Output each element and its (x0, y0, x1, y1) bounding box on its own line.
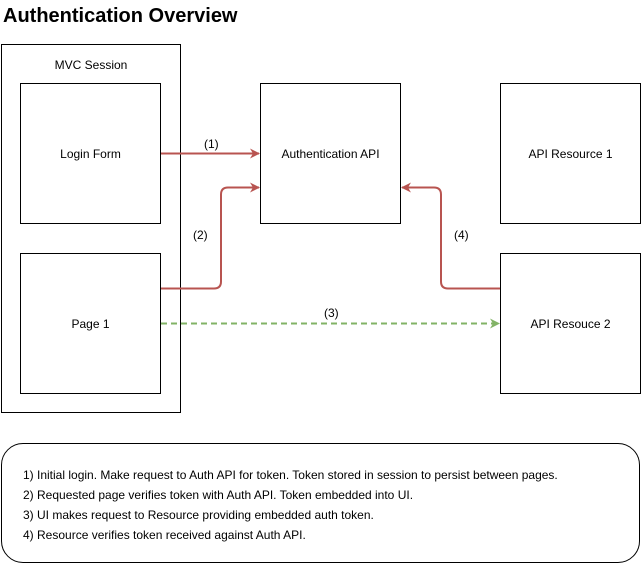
edge-2-arrow (161, 182, 260, 290)
page-1-node[interactable]: Page 1 (20, 253, 161, 394)
login-form-label: Login Form (60, 146, 121, 161)
edge-2-label: (2) (193, 228, 208, 242)
legend-item-3: 3) UI makes request to Resource providin… (23, 508, 374, 522)
legend-box: 1) Initial login. Make request to Auth A… (1, 443, 640, 563)
authentication-api-node[interactable]: Authentication API (260, 83, 401, 224)
api-resource-2-node[interactable]: API Resouce 2 (500, 253, 641, 394)
legend-item-1: 1) Initial login. Make request to Auth A… (23, 468, 558, 482)
authentication-api-label: Authentication API (281, 146, 380, 161)
edge-4-arrow (401, 182, 500, 290)
login-form-node[interactable]: Login Form (20, 83, 161, 224)
edge-4-label: (4) (454, 228, 469, 242)
edge-1-label: (1) (204, 137, 219, 151)
edge-3-label: (3) (324, 306, 339, 320)
mvc-session-label: MVC Session (54, 58, 128, 72)
page-1-label: Page 1 (71, 316, 110, 331)
api-resource-2-label: API Resouce 2 (530, 316, 611, 331)
legend-item-4: 4) Resource verifies token received agai… (23, 528, 306, 542)
api-resource-1-node[interactable]: API Resource 1 (500, 83, 641, 224)
legend-item-2: 2) Requested page verifies token with Au… (23, 488, 414, 502)
api-resource-1-label: API Resource 1 (528, 146, 613, 161)
diagram-title: Authentication Overview (3, 5, 238, 27)
